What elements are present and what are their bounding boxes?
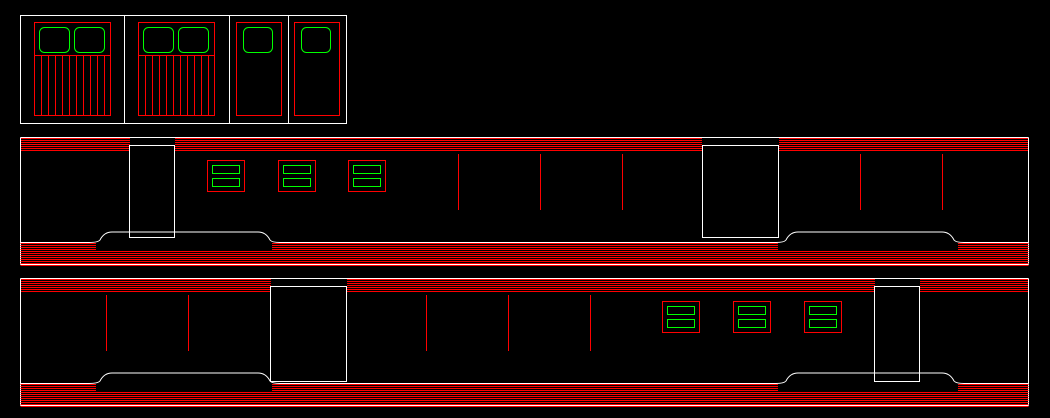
window-pane (738, 319, 766, 328)
window-frame (278, 160, 316, 192)
wheel-arch-line (20, 372, 1029, 384)
door-outline (294, 22, 340, 116)
window-frame (733, 301, 771, 333)
window-pane (809, 319, 837, 328)
detail-frame (20, 15, 347, 124)
window-pane (212, 165, 240, 174)
car-door (129, 145, 175, 238)
window-frame (348, 160, 386, 192)
car-window (278, 160, 316, 192)
door-detail-view (20, 15, 347, 124)
door-window (243, 27, 273, 53)
window-pane (353, 165, 381, 174)
car-door (874, 286, 920, 382)
window-pane (738, 306, 766, 315)
wheel-arch-line (20, 231, 1029, 243)
window-pane (667, 306, 695, 315)
window-pane (212, 178, 240, 187)
window-pane (283, 178, 311, 187)
window-pane (283, 165, 311, 174)
window-frame (662, 301, 700, 333)
door-outline (236, 22, 282, 116)
double-door (34, 22, 111, 116)
double-door (138, 22, 215, 116)
window-pane (353, 178, 381, 187)
car-window (662, 301, 700, 333)
door-window (143, 27, 174, 53)
car-door (270, 286, 347, 382)
car-side-b (20, 278, 1029, 407)
window-pane (809, 306, 837, 315)
car-window (804, 301, 842, 333)
car-window (733, 301, 771, 333)
window-pane (667, 319, 695, 328)
door-outline (138, 22, 215, 116)
car-window (348, 160, 386, 192)
single-door (236, 22, 282, 116)
car-door (702, 145, 779, 238)
car-window (207, 160, 245, 192)
car-side-a (20, 137, 1029, 266)
door-outline (34, 22, 111, 116)
window-frame (207, 160, 245, 192)
door-window (301, 27, 331, 53)
door-window (74, 27, 105, 53)
window-frame (804, 301, 842, 333)
door-window (39, 27, 70, 53)
door-window (178, 27, 209, 53)
single-door (294, 22, 340, 116)
